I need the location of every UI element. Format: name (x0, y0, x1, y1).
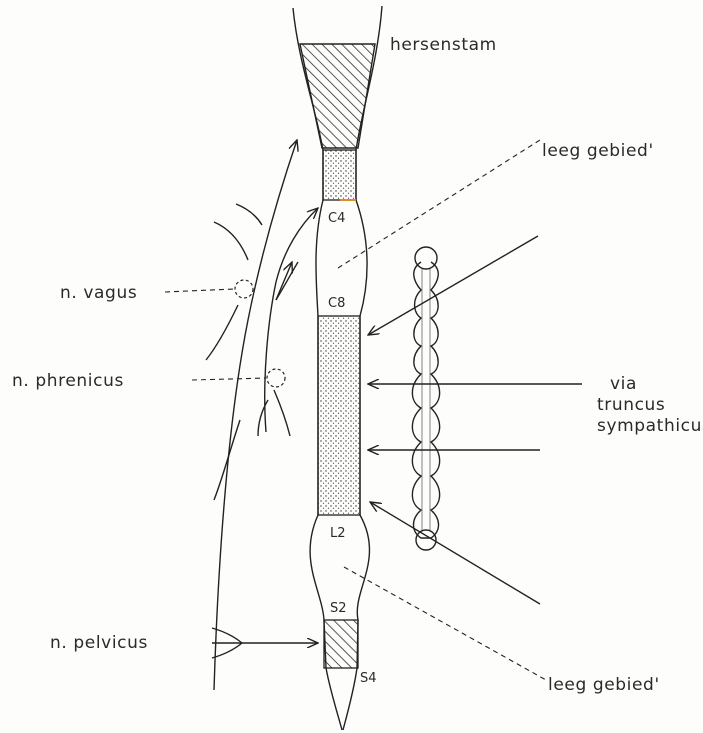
thoracic-dotted-region (318, 316, 360, 515)
label-n-phrenicus: n. phrenicus (12, 371, 124, 391)
label-s2: S2 (330, 601, 347, 616)
label-l2: L2 (330, 526, 346, 541)
label-leeg-gebied-bottom: leeg gebied' (548, 675, 660, 695)
arrow-sympathetic-1 (368, 236, 538, 335)
vagus-marker-circle (235, 280, 253, 298)
arrow-sympathetic-4 (370, 502, 540, 604)
sympathetic-trunk (412, 247, 439, 550)
leader-leeg-gebied-top (338, 140, 540, 268)
label-via: via (610, 374, 637, 394)
label-n-pelvicus: n. pelvicus (50, 633, 148, 653)
label-sympathicus: sympathicus (597, 416, 703, 436)
label-truncus: truncus (597, 395, 665, 415)
brainstem-hatched-region (300, 44, 375, 148)
cervical-dotted-region (323, 150, 356, 200)
sacral-hatched-region (324, 620, 358, 668)
sympathetic-arrows (368, 236, 582, 604)
leader-leeg-gebied-bottom (344, 567, 546, 680)
label-c8: C8 (328, 296, 345, 311)
label-hersenstam: hersenstam (390, 35, 497, 55)
spinal-cord (293, 6, 382, 730)
label-s4: S4 (360, 671, 377, 686)
label-leeg-gebied-top: leeg gebied' (542, 141, 654, 161)
leader-n-phrenicus (192, 378, 266, 380)
label-c4: C4 (328, 211, 345, 226)
phrenic-nerve (258, 208, 318, 436)
phrenicus-marker-circle (267, 369, 285, 387)
pelvic-nerve-arrow (212, 628, 318, 658)
leader-n-vagus (165, 289, 234, 292)
label-n-vagus: n. vagus (60, 283, 137, 303)
